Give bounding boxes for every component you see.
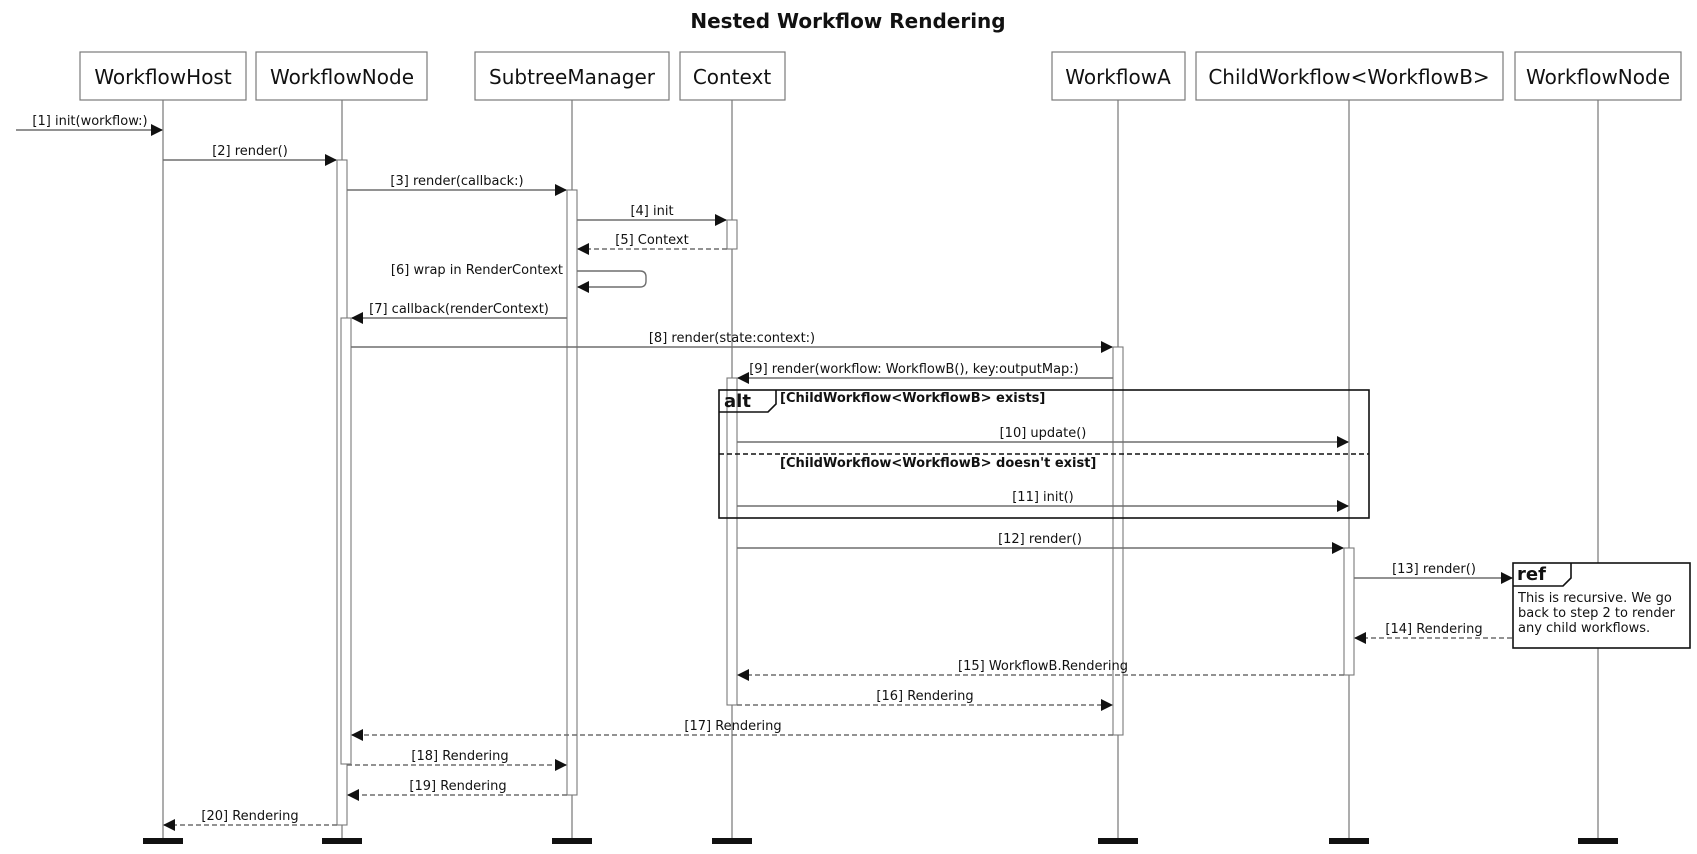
participant-workflownode: WorkflowNode xyxy=(255,51,428,101)
participant-label: WorkflowNode xyxy=(1526,65,1670,89)
lifeline-end xyxy=(1578,838,1618,844)
msg-7: [7] callback(renderContext) xyxy=(351,302,567,324)
msg-12: [12] render() xyxy=(737,532,1344,554)
participant-subtreemanager: SubtreeManager xyxy=(474,51,670,101)
participant-label: Context xyxy=(693,65,772,89)
msg-3: [3] render(callback:) xyxy=(347,174,567,196)
lifeline-end xyxy=(143,838,183,844)
msg-18: [18] Rendering xyxy=(347,749,567,771)
diagram-title: Nested Workflow Rendering xyxy=(690,9,1005,33)
msg-8: [8] render(state:context:) xyxy=(351,331,1113,353)
message-label: [4] init xyxy=(630,204,673,219)
msg-10: [10] update() xyxy=(737,426,1349,448)
participant-label: WorkflowNode xyxy=(270,65,414,89)
lifeline-end xyxy=(712,838,752,844)
msg-20: [20] Rendering xyxy=(163,809,337,831)
msg-6: [6] wrap in RenderContext xyxy=(391,263,647,293)
lifeline-end xyxy=(1329,838,1369,844)
message-label: [1] init(workflow:) xyxy=(32,114,147,129)
message-label: [9] render(workflow: WorkflowB(), key:ou… xyxy=(749,362,1079,377)
msg-14: [14] Rendering xyxy=(1354,622,1512,644)
ref-note-line-3: any child workflows. xyxy=(1518,621,1650,636)
ref-keyword: ref xyxy=(1517,564,1546,585)
activation-bar xyxy=(566,189,578,796)
message-label: [3] render(callback:) xyxy=(390,174,523,189)
activation-bar xyxy=(726,219,738,250)
ref-note-line-2: back to step 2 to render xyxy=(1518,606,1676,621)
message-label: [6] wrap in RenderContext xyxy=(391,263,563,278)
message-label: [7] callback(renderContext) xyxy=(369,302,549,317)
message-label: [11] init() xyxy=(1012,490,1074,505)
msg-5: [5] Context xyxy=(577,233,727,255)
activation-bar xyxy=(1112,346,1124,736)
activation-bar xyxy=(726,377,738,706)
message-label: [20] Rendering xyxy=(201,809,298,824)
message-label: [19] Rendering xyxy=(409,779,506,794)
message-label: [8] render(state:context:) xyxy=(649,331,815,346)
alt-fragment: alt [ChildWorkflow<WorkflowB> exists] [C… xyxy=(718,389,1370,519)
message-arrow xyxy=(577,270,647,293)
message-label: [2] render() xyxy=(212,144,288,159)
msg-13: [13] render() xyxy=(1354,562,1513,584)
participant-context: Context xyxy=(679,51,786,101)
msg-17: [17] Rendering xyxy=(351,719,1113,741)
msg-9: [9] render(workflow: WorkflowB(), key:ou… xyxy=(737,362,1113,384)
message-label: [16] Rendering xyxy=(876,689,973,704)
participant-label: ChildWorkflow<WorkflowB> xyxy=(1208,65,1489,89)
message-label: [12] render() xyxy=(998,532,1082,547)
message-label: [14] Rendering xyxy=(1385,622,1482,637)
msg-19: [19] Rendering xyxy=(347,779,567,801)
ref-note-line-1: This is recursive. We go xyxy=(1517,591,1672,606)
activations xyxy=(336,159,1355,826)
participant-workflowa: WorkflowA xyxy=(1051,51,1186,101)
participant-childworkflow: ChildWorkflow<WorkflowB> xyxy=(1195,51,1504,101)
message-label: [18] Rendering xyxy=(411,749,508,764)
msg-2: [2] render() xyxy=(163,144,337,166)
message-label: [17] Rendering xyxy=(684,719,781,734)
lifeline-end xyxy=(322,838,362,844)
msg-4: [4] init xyxy=(577,204,727,226)
participant-label: WorkflowHost xyxy=(94,65,232,89)
message-label: [10] update() xyxy=(1000,426,1087,441)
lifeline-end xyxy=(1098,838,1138,844)
activation-bar xyxy=(1343,547,1355,676)
participant-label: WorkflowA xyxy=(1065,65,1171,89)
alt-keyword: alt xyxy=(724,391,751,412)
message-label: [5] Context xyxy=(615,233,688,248)
participant-label: SubtreeManager xyxy=(489,65,656,89)
msg-1: [1] init(workflow:) xyxy=(16,114,163,136)
message-label: [15] WorkflowB.Rendering xyxy=(958,659,1128,674)
msg-15: [15] WorkflowB.Rendering xyxy=(737,659,1344,681)
lifeline-ends xyxy=(143,838,1618,844)
activation-bar xyxy=(340,317,352,765)
message-label: [13] render() xyxy=(1392,562,1476,577)
ref-note: ref This is recursive. We go back to ste… xyxy=(1512,562,1691,649)
participant-workflowhost: WorkflowHost xyxy=(79,51,247,101)
lifeline-end xyxy=(552,838,592,844)
msg-11: [11] init() xyxy=(737,490,1349,512)
msg-16: [16] Rendering xyxy=(737,689,1113,711)
participant-workflownode-2: WorkflowNode xyxy=(1514,51,1682,101)
alt-guard-not-exists: [ChildWorkflow<WorkflowB> doesn't exist] xyxy=(780,456,1096,471)
alt-guard-exists: [ChildWorkflow<WorkflowB> exists] xyxy=(780,391,1045,406)
